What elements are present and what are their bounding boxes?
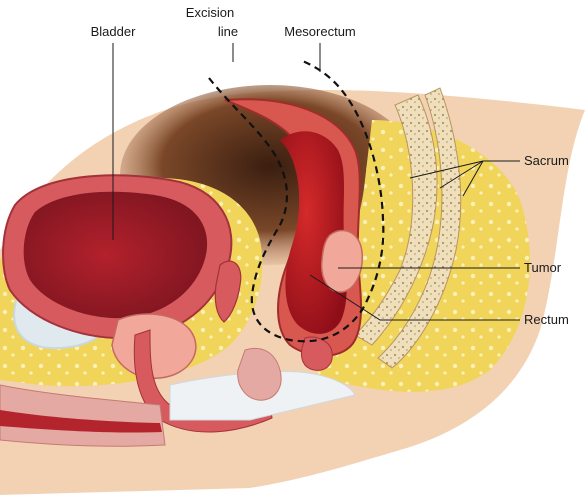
label-mesorectum: Mesorectum <box>284 24 356 39</box>
label-excision-line-1: Excision <box>186 5 234 20</box>
label-excision-line-2: line <box>218 24 238 39</box>
label-tumor: Tumor <box>524 260 562 275</box>
label-rectum: Rectum <box>524 312 569 327</box>
label-sacrum: Sacrum <box>524 153 569 168</box>
label-bladder: Bladder <box>91 24 136 39</box>
